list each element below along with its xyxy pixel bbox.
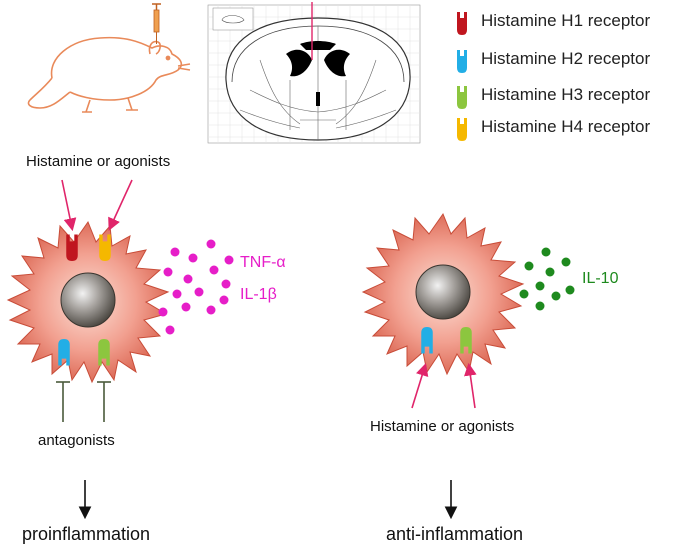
agonist-arrow-h4-left <box>108 179 133 231</box>
agonist-arrow-h1-left <box>61 179 77 232</box>
cytokine-label-il10: IL-10 <box>582 270 619 287</box>
proinflammatory-cytokine-dots <box>158 239 234 335</box>
legend-label-h2: Histamine H2 receptor <box>481 49 651 68</box>
syringe-icon <box>152 3 161 44</box>
receptor-h1-left <box>66 234 78 261</box>
legend <box>457 12 467 141</box>
agonist-arrow-h2-right <box>411 362 429 409</box>
mouse-icon <box>27 36 191 113</box>
agonist-arrow-h3-right <box>464 362 477 409</box>
agonist-label-left: Histamine or agonists <box>26 153 171 170</box>
legend-label-h3: Histamine H3 receptor <box>481 85 651 104</box>
brain-section-icon <box>207 2 421 144</box>
legend-label-h4: Histamine H4 receptor <box>481 117 651 136</box>
legend-swatch-h1 <box>457 12 467 35</box>
microglia-cell-icon <box>361 212 525 376</box>
outcome-label-right: anti-inflammation <box>386 524 524 544</box>
legend-swatch-h2 <box>457 50 467 73</box>
anti-inflammatory-cytokine-dots <box>519 247 575 311</box>
cytokine-label-il1b: IL-1β <box>240 286 277 303</box>
legend-swatch-h4 <box>457 118 467 141</box>
agonist-label-right: Histamine or agonists <box>370 418 515 435</box>
antagonist-label: antagonists <box>38 432 115 449</box>
legend-label-h1: Histamine H1 receptor <box>481 11 651 30</box>
legend-swatch-h3 <box>457 86 467 109</box>
cytokine-label-tnf: TNF-α <box>240 254 286 271</box>
antagonist-block-h3 <box>97 381 111 422</box>
antagonist-block-h2 <box>56 381 70 422</box>
outcome-label-left: proinflammation <box>22 524 151 544</box>
microglia-cell-icon <box>6 220 170 384</box>
